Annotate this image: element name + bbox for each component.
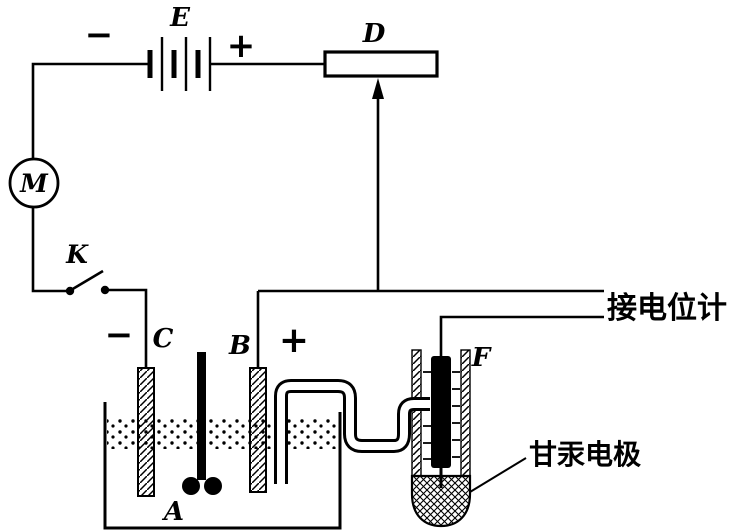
switch-label: K — [65, 240, 89, 269]
meter-label: M — [19, 169, 49, 198]
battery-label: E — [169, 3, 191, 33]
wire-battery-to-meter — [31, 62, 150, 159]
battery-minus-sign: − — [85, 15, 114, 55]
wire-meter-to-switch — [31, 207, 66, 293]
potentiometer-label: 接电位计 — [607, 291, 727, 326]
tube-wall-left — [411, 349, 422, 477]
wire-switch-to-electrode-c — [109, 288, 148, 368]
electrode-b-plus-sign: + — [279, 320, 309, 361]
rheostat-slider-arrowhead — [372, 78, 384, 99]
stirrer-rod — [197, 352, 206, 480]
stirrer-blade-left — [182, 477, 200, 495]
tube-label: F — [471, 343, 492, 373]
switch-lever — [70, 269, 104, 292]
electrode-c-minus-sign: − — [105, 315, 134, 355]
tube-wall-right — [460, 349, 471, 477]
tube-solution-marks — [423, 371, 460, 460]
rheostat-body — [323, 50, 439, 78]
battery — [147, 37, 212, 91]
beaker-outline — [103, 402, 342, 530]
beaker-label: A — [161, 497, 184, 527]
electrode-b-label: B — [228, 331, 251, 361]
wire-bottom-lead-to-potentiometer — [439, 315, 604, 358]
electrode-c-label: C — [153, 324, 174, 354]
mercury-paste — [410, 474, 472, 528]
calomel-electrode-rod — [431, 356, 451, 468]
calomel-label: 甘汞电极 — [529, 438, 641, 471]
battery-plus-sign: + — [227, 26, 256, 66]
rheostat-label: D — [362, 19, 386, 49]
electrode-b-rod — [249, 367, 267, 493]
calomel-pointer-line — [469, 457, 527, 493]
salt-bridge-inner — [277, 382, 430, 484]
electrode-c-rod — [137, 367, 155, 497]
circuit-wires — [31, 62, 604, 368]
meter-body — [8, 157, 60, 209]
stirrer-blade-right — [204, 477, 222, 495]
salt-bridge — [274, 379, 430, 484]
switch — [65, 269, 110, 296]
switch-contact-right — [100, 285, 110, 295]
stirrer — [182, 352, 222, 495]
